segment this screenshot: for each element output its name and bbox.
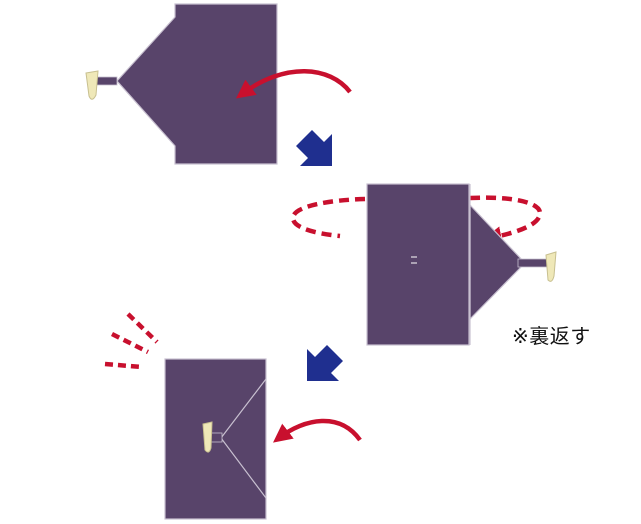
step1-cloth [116, 3, 278, 165]
blue-arrow-icon [296, 130, 332, 166]
step3-cloth [164, 358, 267, 520]
step1-tag [85, 70, 118, 100]
step2-tag [517, 251, 557, 282]
step2-cloth [366, 183, 526, 346]
blue-arrow-icon [307, 345, 343, 381]
step3-tag [202, 421, 223, 453]
fold-right-arrow [273, 418, 362, 443]
turn-over-note: ※裏返す [512, 324, 591, 348]
motion-lines [104, 312, 159, 370]
fold-left-arrow [235, 69, 352, 99]
